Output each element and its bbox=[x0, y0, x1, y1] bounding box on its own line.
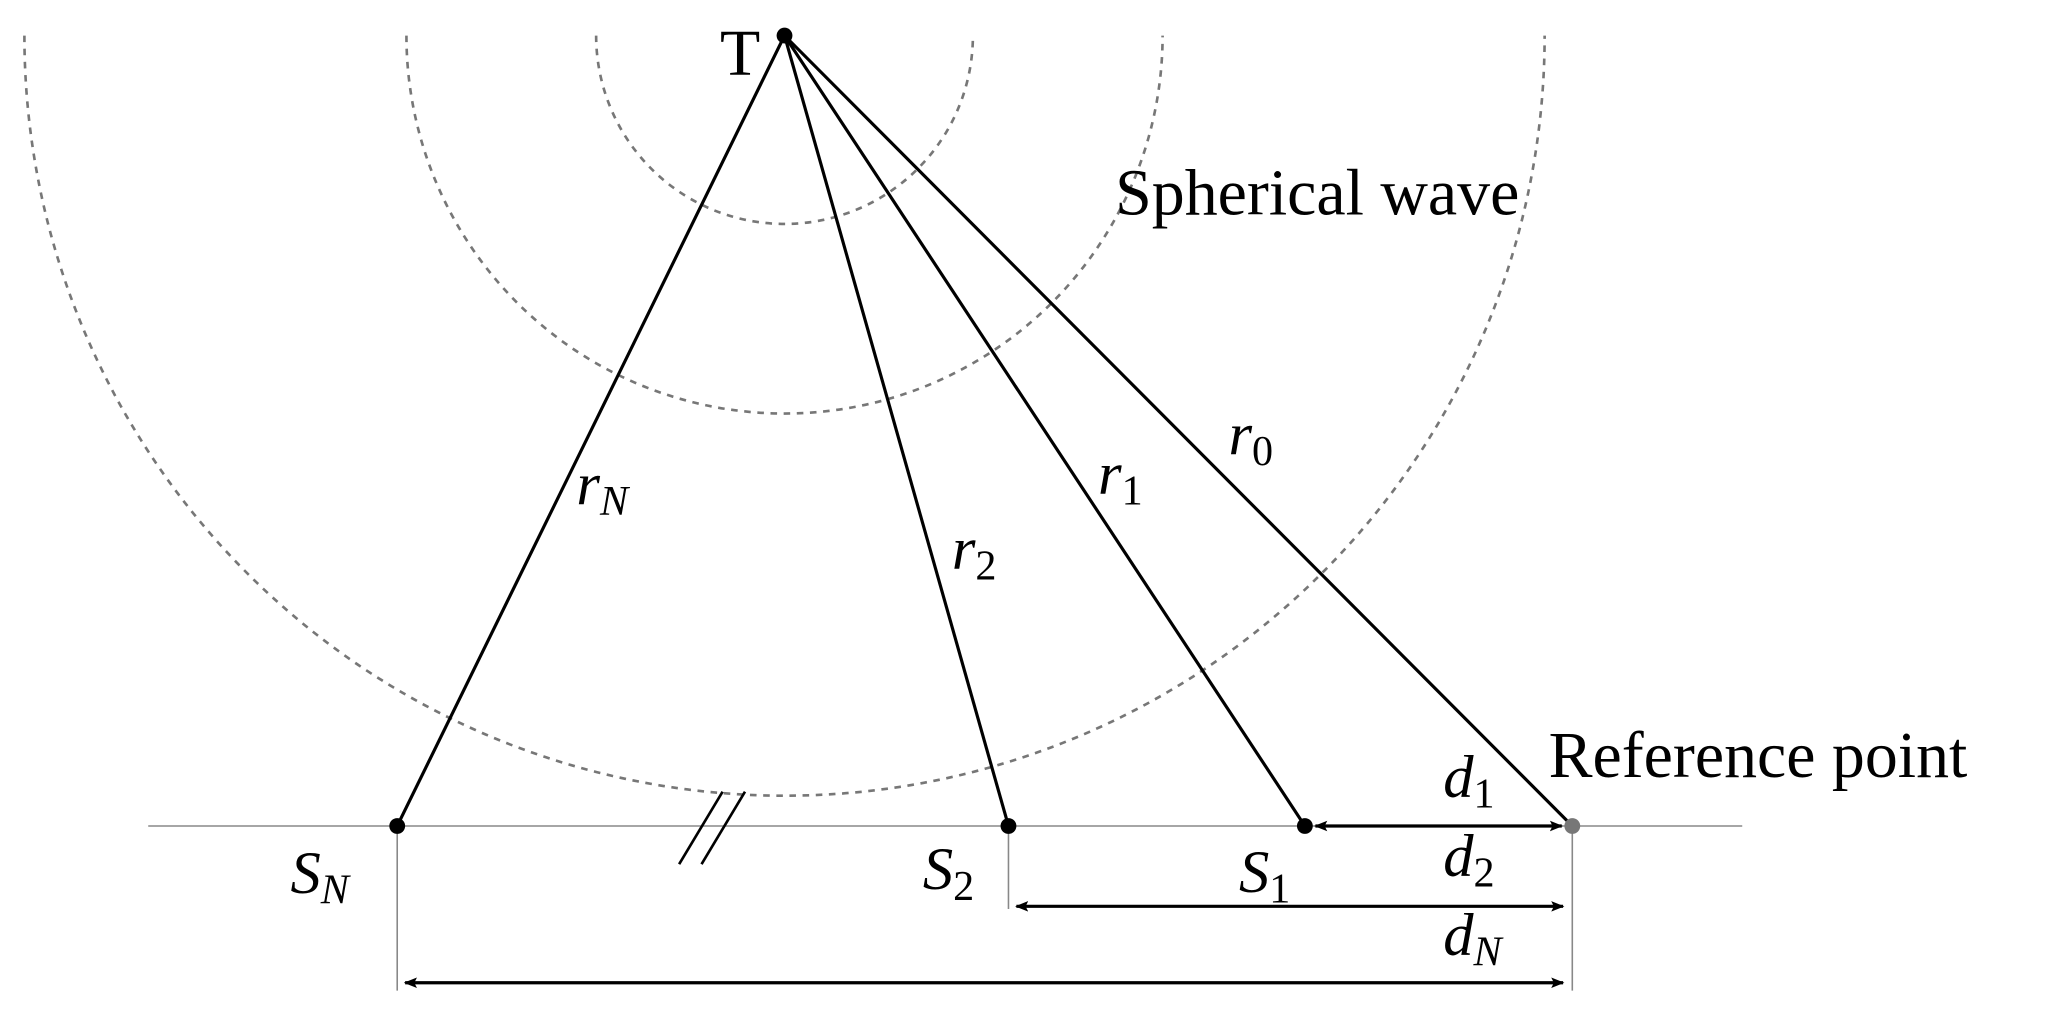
reference-point bbox=[1564, 818, 1581, 834]
reference-point-label: Reference point bbox=[1549, 719, 1968, 792]
ray-rn bbox=[395, 34, 786, 827]
transmitter-point bbox=[776, 27, 793, 44]
ray-r2 bbox=[782, 35, 1010, 827]
sensor-label-s2: S2 bbox=[923, 836, 974, 910]
break-mark bbox=[678, 791, 724, 865]
spherical-wave-label: Spherical wave bbox=[1115, 157, 1519, 230]
transmitter-label: T bbox=[720, 17, 760, 90]
sensor-point-s2 bbox=[1000, 818, 1017, 834]
wavefront-middle bbox=[405, 35, 1164, 415]
distance-label-d2: d2 bbox=[1443, 823, 1494, 897]
ray-r0 bbox=[783, 34, 1574, 828]
range-label-rn: rN bbox=[576, 452, 631, 526]
distance-label-d1: d1 bbox=[1443, 744, 1494, 818]
wavefront-inner bbox=[594, 35, 975, 226]
range-label-r0: r0 bbox=[1228, 401, 1273, 475]
wavefront-outer bbox=[23, 35, 1546, 798]
distance-label-dn: dN bbox=[1443, 902, 1504, 976]
range-label-r2: r2 bbox=[952, 516, 997, 590]
sensor-point-s1 bbox=[1296, 818, 1313, 834]
sensor-point-sn bbox=[389, 818, 406, 834]
range-label-r1: r1 bbox=[1098, 441, 1143, 515]
ray-r1 bbox=[783, 34, 1307, 827]
break-mark bbox=[700, 791, 747, 865]
sensor-label-sn: SN bbox=[291, 840, 352, 914]
sensor-label-s1: S1 bbox=[1239, 839, 1290, 913]
